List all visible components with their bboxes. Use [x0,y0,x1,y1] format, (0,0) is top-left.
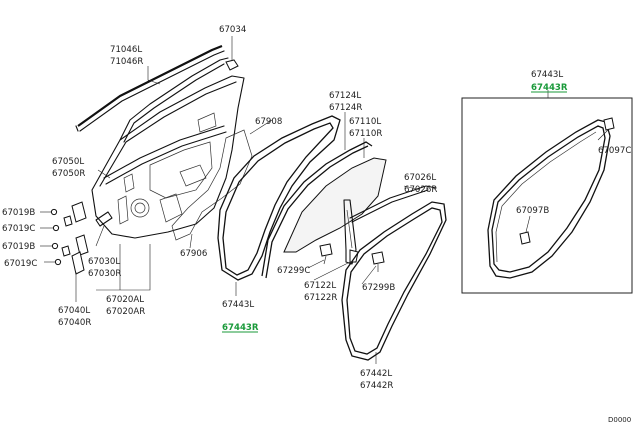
label-67030r: 67030R [88,269,121,279]
opening-seal-67442 [341,201,447,361]
label-67110r: 67110R [349,129,382,139]
label-67019c-lower: 67019C [4,259,37,269]
door-seal-sheet-67908 [171,129,253,241]
label-67050r: 67050R [52,169,85,179]
label-67122l: 67122L [304,281,336,291]
inset-clip-67097c [603,117,615,131]
leader-lines [40,36,609,364]
run-channel-67122 [343,199,359,265]
label-67019c-upper: 67019C [2,224,35,234]
label-67442l: 67442L [360,369,392,379]
label-67443l-main: 67443L [222,300,254,310]
label-67019b-upper: 67019B [2,208,35,218]
clip-67299b [371,251,385,272]
label-67050l: 67050L [52,157,84,167]
hinge-parts [50,201,113,275]
label-67124l: 67124L [329,91,361,101]
label-67040l: 67040L [58,306,90,316]
label-67020ar: 67020AR [106,307,145,317]
label-67097b: 67097B [516,206,549,216]
label-67443r-inset: 67443R [531,83,568,93]
belt-molding-71046 [75,44,225,132]
label-67906: 67906 [180,249,207,259]
label-67020al: 67020AL [106,295,144,305]
inset-seal-67443 [487,119,611,279]
clip-67034 [225,59,239,71]
label-67110l: 67110L [349,117,381,127]
label-67908: 67908 [255,117,282,127]
door-shell [91,57,245,239]
label-67026r: 67026R [404,185,437,195]
clip-67299c [319,243,333,265]
label-67097c: 67097C [598,146,631,156]
label-67124r: 67124R [329,103,362,113]
label-67030l: 67030L [88,257,120,267]
corner-code: D0000 [608,416,631,424]
part-labels: 67034 71046L 71046R 67908 67124L 67124R … [2,25,631,424]
label-71046l: 71046L [110,45,142,55]
label-67019b-lower: 67019B [2,242,35,252]
label-67122r: 67122R [304,293,337,303]
label-67299b: 67299B [362,283,395,293]
inset-box [461,97,633,294]
label-67034: 67034 [219,25,246,35]
glass-run-67124 [261,141,373,279]
inset-clip-67097b [519,231,531,245]
label-67443r-main: 67443R [222,323,259,333]
label-67442r: 67442R [360,381,393,391]
label-67299c: 67299C [277,266,310,276]
door-glass-67110 [283,157,387,253]
label-67443l-inset: 67443L [531,70,563,80]
label-71046r: 71046R [110,57,143,67]
label-67040r: 67040R [58,318,91,328]
weather-strip-67026 [349,185,437,223]
door-opening-seal-67443 [217,115,341,281]
label-67026l: 67026L [404,173,436,183]
